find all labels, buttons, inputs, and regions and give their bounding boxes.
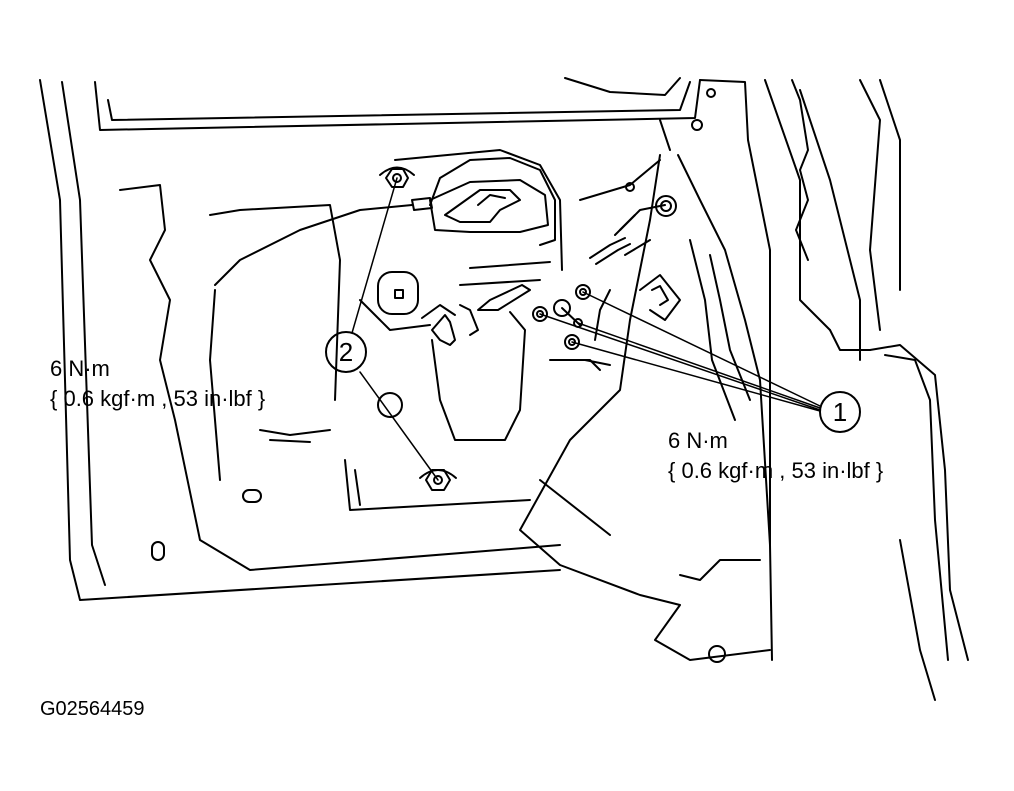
latch-bolts [533,285,590,349]
callout-2-leaders [352,178,438,480]
callout-1-leaders [540,292,820,411]
torque-spec-right: 6 N·m { 0.6 kgf·m , 53 in·lbf } [668,426,883,486]
torque-spec-left: 6 N·m { 0.6 kgf·m , 53 in·lbf } [50,354,265,414]
access-hole [378,393,402,417]
handle-rod [215,205,412,285]
callout-2-number: 2 [339,337,353,367]
figure-id: G02564459 [40,698,145,720]
door-frame [40,78,968,700]
callout-1: 1 [820,392,860,432]
inner-panel [120,150,660,570]
drain-slot-left [243,490,261,502]
callout-2: 2 [326,332,366,372]
handle-nuts [380,168,456,491]
frame-hole-2 [707,89,715,97]
inner-door-handle [412,180,548,232]
panel-opening [378,272,418,314]
torque-right-conversion: { 0.6 kgf·m , 53 in·lbf } [668,458,884,483]
drain-slot-bottom [152,542,164,560]
torque-left-conversion: { 0.6 kgf·m , 53 in·lbf } [50,386,266,411]
frame-hole [692,120,702,130]
door-latch-assembly [520,120,770,662]
torque-left-value: 6 N·m [50,356,110,381]
lock-bracket [422,285,530,440]
latch-rod [590,238,630,264]
torque-right-value: 6 N·m [668,428,728,453]
callout-1-number: 1 [833,397,847,427]
